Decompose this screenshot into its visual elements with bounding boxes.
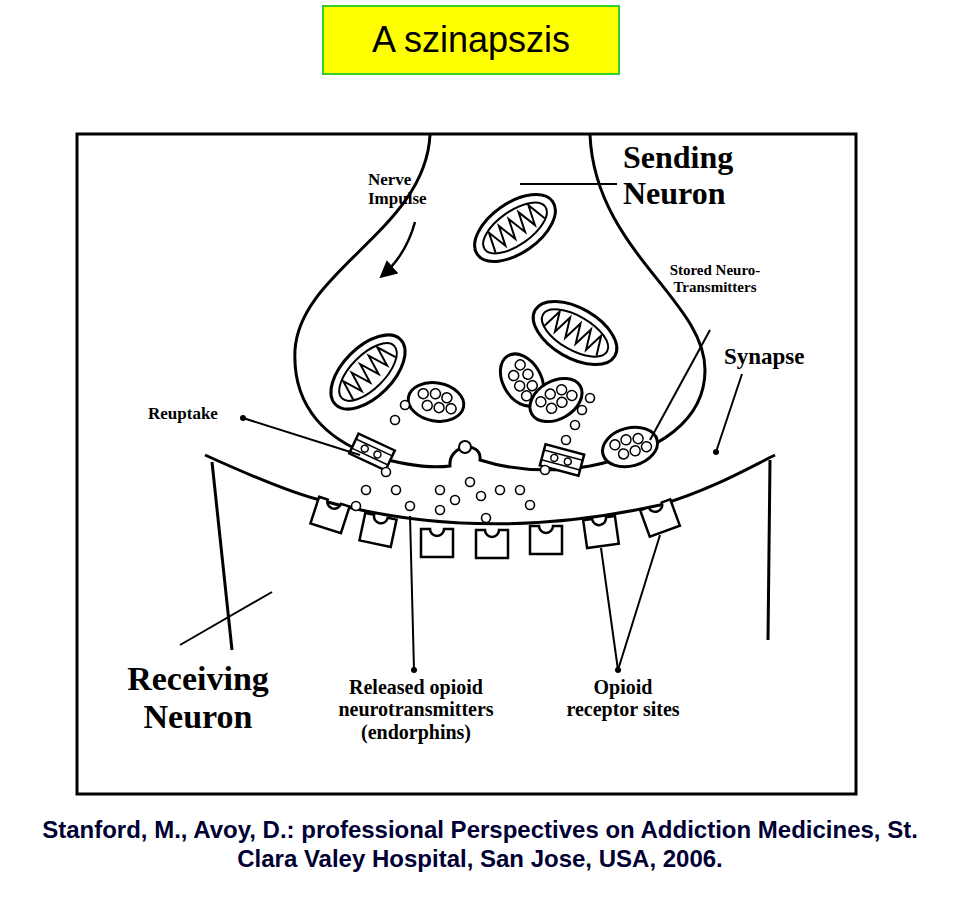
neurotransmitter-dot bbox=[436, 486, 445, 495]
impulse-arrow bbox=[382, 222, 415, 276]
neurotransmitter-dot bbox=[362, 486, 371, 495]
receiving-neuron-outline bbox=[768, 460, 770, 640]
part-label: Reuptake bbox=[148, 404, 248, 423]
neurotransmitter-dot bbox=[466, 478, 475, 487]
neurotransmitter-dot bbox=[436, 506, 445, 515]
part-label: Opioid receptor sites bbox=[563, 676, 683, 721]
neurotransmitter-dot bbox=[586, 394, 595, 403]
neurotransmitter-dot bbox=[406, 502, 415, 511]
neurotransmitter-dot bbox=[451, 496, 460, 505]
leader-dots bbox=[240, 415, 719, 673]
caption: Stanford, M., Avoy, D.: professional Per… bbox=[12, 816, 948, 874]
part-label: Sending Neuron bbox=[623, 140, 783, 212]
exocytosis-vesicle bbox=[459, 441, 471, 453]
neurotransmitter-dot bbox=[516, 486, 525, 495]
neurotransmitter-dot bbox=[526, 501, 535, 510]
neurotransmitter-dot bbox=[352, 502, 361, 511]
part-label: Synapse bbox=[724, 344, 844, 370]
neurotransmitter-dot bbox=[571, 421, 580, 430]
neurotransmitter-dot bbox=[482, 514, 491, 523]
title-box: A szinapszis bbox=[322, 5, 620, 75]
reuptake-transporters bbox=[349, 434, 584, 476]
caption-text: Stanford, M., Avoy, D.: professional Per… bbox=[42, 816, 918, 872]
part-label: Nerve Impulse bbox=[368, 170, 458, 208]
neurotransmitter-dot bbox=[401, 401, 410, 410]
title-text: A szinapszis bbox=[372, 19, 570, 61]
leader-lines bbox=[180, 184, 742, 670]
part-label: Stored Neuro- Transmitters bbox=[660, 262, 770, 296]
neurotransmitter-dot bbox=[477, 492, 486, 501]
neurotransmitter-dot bbox=[541, 466, 550, 475]
neurotransmitter-dot bbox=[392, 486, 401, 495]
receptor-sites bbox=[310, 497, 679, 558]
neurotransmitter-dot bbox=[391, 416, 400, 425]
part-label: Receiving Neuron bbox=[108, 660, 288, 736]
released-neurotransmitters bbox=[352, 394, 595, 523]
neurotransmitter-dot bbox=[562, 436, 571, 445]
neurotransmitter-dot bbox=[382, 468, 391, 477]
receiving-neuron-membrane bbox=[205, 455, 775, 524]
figure-frame bbox=[77, 134, 856, 794]
stored-vesicles bbox=[405, 346, 662, 472]
neurotransmitter-dot bbox=[496, 486, 505, 495]
part-label: Released opioid neurotransmitters (endor… bbox=[296, 676, 536, 743]
neurotransmitter-dot bbox=[578, 406, 587, 415]
